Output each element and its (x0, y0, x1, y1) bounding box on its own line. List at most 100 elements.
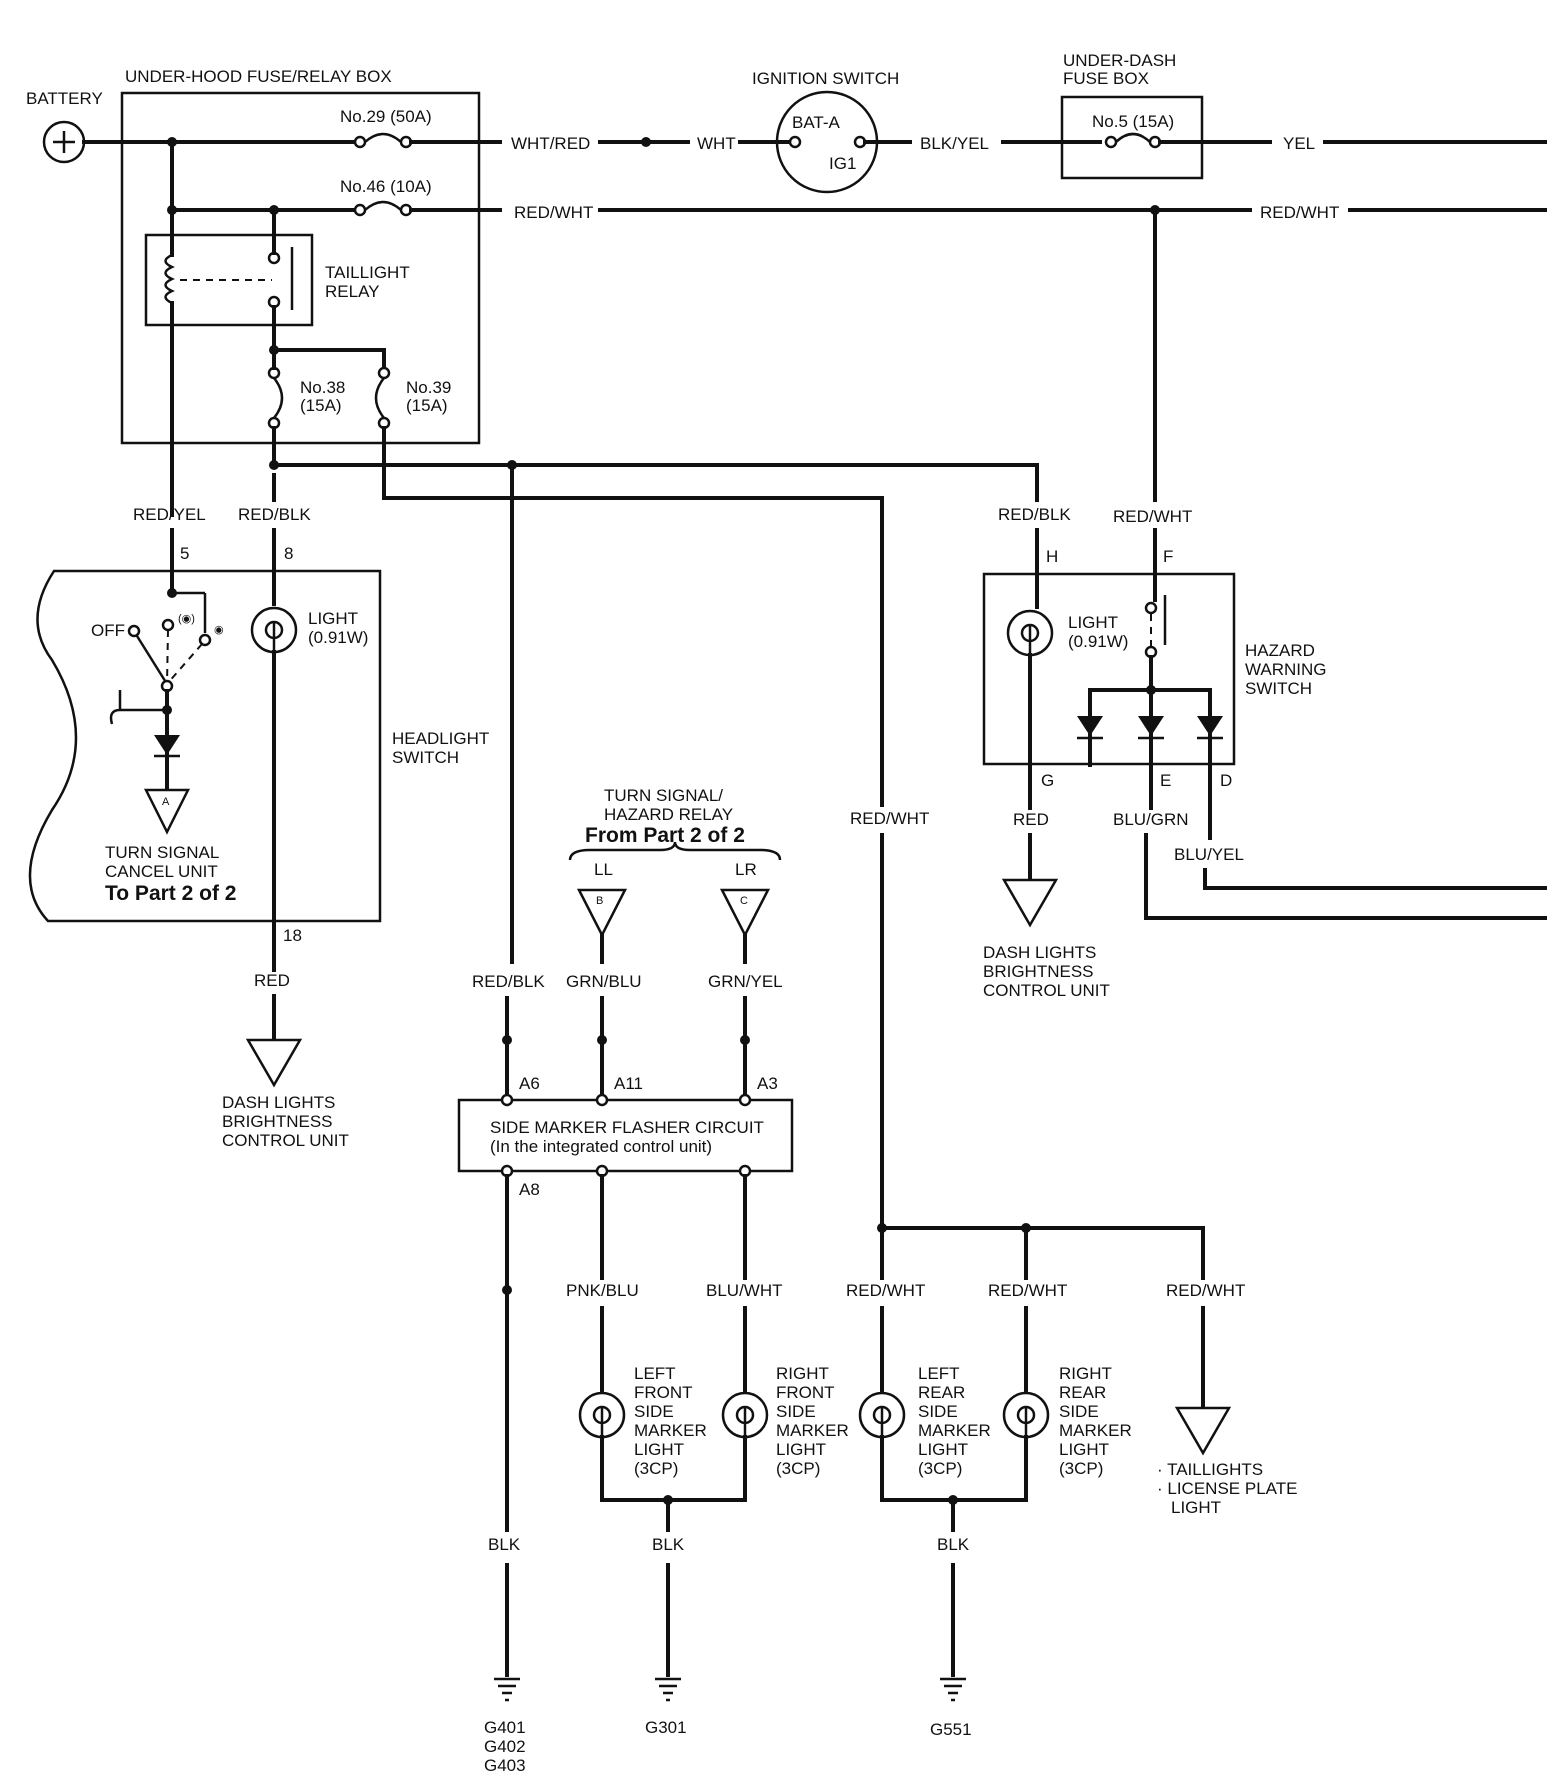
taillights-label-1: · TAILLIGHTS (1157, 1460, 1263, 1479)
lr-line-4: MARKER (918, 1421, 991, 1440)
fuse-29-label: No.29 (50A) (340, 107, 432, 126)
right-front-side-marker-bulb (721, 1391, 769, 1439)
taillights-label-3: LIGHT (1171, 1498, 1221, 1517)
wire-red-wht-rr: RED/WHT (988, 1281, 1067, 1300)
flasher-pin-a8: A8 (519, 1180, 540, 1199)
left-front-side-marker-bulb (578, 1391, 626, 1439)
wire-red-wht-hz: RED/WHT (1113, 507, 1192, 526)
hazard-pin-f: F (1163, 547, 1173, 566)
headlight-switch (28, 569, 382, 923)
wire-blu-yel: BLU/YEL (1174, 845, 1244, 864)
rr-line-3: SIDE (1059, 1402, 1099, 1421)
hazard-label-2: WARNING (1245, 660, 1327, 679)
wire-red-wht-top: RED/WHT (514, 203, 593, 222)
relay-label-1: TAILLIGHT (325, 263, 410, 282)
flasher-label-1: SIDE MARKER FLASHER CIRCUIT (490, 1118, 764, 1137)
ground-g551 (940, 1677, 966, 1702)
connector-a (143, 788, 191, 835)
dash-lights-right-3: CONTROL UNIT (983, 981, 1110, 1000)
wire-grn-yel: GRN/YEL (708, 972, 783, 991)
underhood-box-label: UNDER-HOOD FUSE/RELAY BOX (125, 67, 392, 86)
connector-b-label: B (596, 895, 603, 907)
ground-g403-label: G403 (484, 1756, 526, 1775)
lr-line-5: LIGHT (918, 1440, 968, 1459)
rr-line-5: LIGHT (1059, 1440, 1109, 1459)
turn-relay-brace (568, 841, 782, 861)
rf-line-3: SIDE (776, 1402, 816, 1421)
lf-line-2: FRONT (634, 1383, 693, 1402)
svg-text:◉: ◉ (214, 624, 224, 636)
hazard-warning-switch (982, 572, 1236, 766)
fuse-39-label-1: No.39 (406, 378, 451, 397)
wire-red-hz: RED (1013, 810, 1049, 829)
hazard-light-label-2: (0.91W) (1068, 632, 1128, 651)
hazard-pin-e: E (1160, 771, 1171, 790)
right-front-marker-label: RIGHT FRONT SIDE MARKER LIGHT (3CP) (776, 1364, 849, 1478)
battery-label: BATTERY (26, 89, 103, 108)
ignition-switch: BAT-A IG1 (775, 90, 879, 194)
wire-blk-3: BLK (937, 1535, 970, 1554)
dash-lights-right-connector (1001, 878, 1059, 928)
svg-text:(◉): (◉) (178, 613, 195, 625)
wire-red-wht-mid: RED/WHT (850, 809, 929, 828)
underdash-fuse-box (1060, 95, 1204, 180)
lr-line-2: REAR (918, 1383, 965, 1402)
turn-relay-lr: LR (735, 860, 757, 879)
dash-lights-left-1: DASH LIGHTS (222, 1093, 335, 1112)
fuse-46-label: No.46 (10A) (340, 177, 432, 196)
rf-line-2: FRONT (776, 1383, 835, 1402)
wire-wht: WHT (697, 134, 736, 153)
fuse-38 (267, 366, 284, 430)
hazard-light-bulb (1006, 609, 1054, 657)
wire-blk-1: BLK (488, 1535, 521, 1554)
lf-line-3: SIDE (634, 1402, 674, 1421)
ignition-switch-label: IGNITION SWITCH (752, 69, 899, 88)
headlight-pin-18: 18 (283, 926, 302, 945)
wire-pnk-blu: PNK/BLU (566, 1281, 639, 1300)
side-marker-flasher-circuit (457, 1098, 794, 1173)
taillights-connector (1174, 1406, 1232, 1456)
flasher-pin-a11: A11 (614, 1074, 643, 1093)
headlight-switch-label-1: HEADLIGHT (392, 729, 489, 748)
dash-lights-right-2: BRIGHTNESS (983, 962, 1094, 981)
hazard-diodes (1077, 716, 1223, 740)
lf-line-6: (3CP) (634, 1459, 678, 1478)
fuse-29 (353, 132, 413, 149)
wire-red-yel: RED/YEL (133, 505, 206, 524)
headlight-light-label-1: LIGHT (308, 609, 358, 628)
ignition-bat-a: BAT-A (792, 113, 841, 132)
relay-label-2: RELAY (325, 282, 380, 301)
headlight-diode (154, 735, 180, 755)
wire-blk-2: BLK (652, 1535, 685, 1554)
lr-line-1: LEFT (918, 1364, 960, 1383)
ground-g301 (655, 1677, 681, 1702)
hazard-pin-h: H (1046, 547, 1058, 566)
dash-lights-right-1: DASH LIGHTS (983, 943, 1096, 962)
left-rear-marker-label: LEFT REAR SIDE MARKER LIGHT (3CP) (918, 1364, 991, 1478)
turn-relay-label-2: HAZARD RELAY (604, 805, 733, 824)
connector-c (719, 888, 771, 938)
taillight-relay (144, 233, 314, 327)
fuse-39-label-2: (15A) (406, 396, 448, 415)
wire-red-blk-flasher: RED/BLK (472, 972, 545, 991)
wire-red-wht-tail: RED/WHT (1166, 1281, 1245, 1300)
hazard-pin-d: D (1220, 771, 1232, 790)
rr-line-1: RIGHT (1059, 1364, 1112, 1383)
wire-blu-grn: BLU/GRN (1113, 810, 1189, 829)
rf-line-6: (3CP) (776, 1459, 820, 1478)
underhood-fuse-relay-box (120, 91, 481, 445)
rf-line-4: MARKER (776, 1421, 849, 1440)
wire-grn-blu: GRN/BLU (566, 972, 642, 991)
wire-blk-yel: BLK/YEL (920, 134, 989, 153)
headlight-switch-label-2: SWITCH (392, 748, 459, 767)
ground-g401 (494, 1677, 520, 1702)
ignition-ig1: IG1 (829, 154, 856, 173)
turn-relay-ll: LL (594, 860, 613, 879)
connector-c-label: C (740, 895, 748, 907)
relay-coil (164, 253, 175, 305)
wire-blu-wht: BLU/WHT (706, 1281, 783, 1300)
rr-line-6: (3CP) (1059, 1459, 1103, 1478)
dash-lights-left-2: BRIGHTNESS (222, 1112, 333, 1131)
ground-g401-label: G401 (484, 1718, 526, 1737)
hazard-label-1: HAZARD (1245, 641, 1315, 660)
